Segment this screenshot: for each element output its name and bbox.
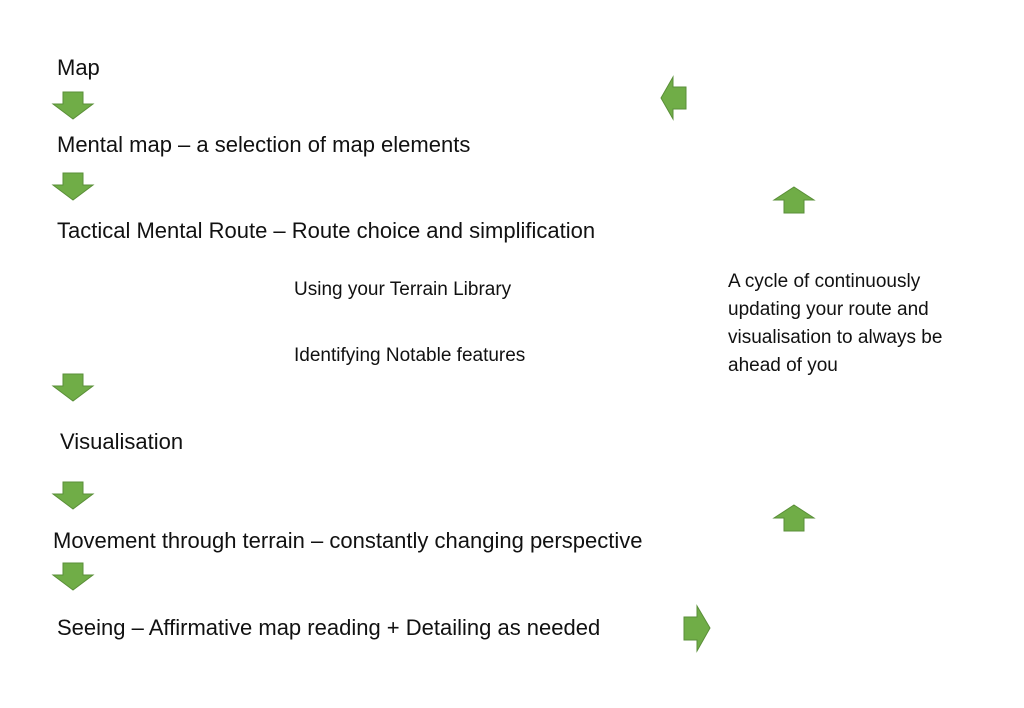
arrow-up-icon xyxy=(772,186,816,214)
step-visualisation: Visualisation xyxy=(60,429,184,454)
step-map: Map xyxy=(57,55,100,80)
step-mental-map: Mental map – a selection of map elements xyxy=(57,132,471,157)
step-seeing: Seeing – Affirmative map reading + Detai… xyxy=(57,615,601,640)
cycle-note-line: A cycle of continuously xyxy=(728,271,921,292)
cycle-note-line: visualisation to always be xyxy=(728,327,943,348)
arrow-down-icon xyxy=(51,91,95,120)
arrow-down-icon xyxy=(51,562,95,591)
arrow-up-icon xyxy=(772,504,816,532)
arrow-down-icon xyxy=(51,172,95,201)
arrow-left-icon xyxy=(660,75,687,121)
sub-notable-features: Identifying Notable features xyxy=(294,345,526,366)
sub-terrain-library: Using your Terrain Library xyxy=(294,279,512,300)
arrow-down-icon xyxy=(51,373,95,402)
arrow-down-icon xyxy=(51,481,95,510)
cycle-note-line: updating your route and xyxy=(728,299,929,320)
cycle-note: A cycle of continuously updating your ro… xyxy=(728,268,998,380)
step-tactical-route: Tactical Mental Route – Route choice and… xyxy=(57,218,596,243)
step-movement: Movement through terrain – constantly ch… xyxy=(53,528,643,553)
arrow-right-icon xyxy=(683,604,711,653)
cycle-note-line: ahead of you xyxy=(728,355,838,376)
